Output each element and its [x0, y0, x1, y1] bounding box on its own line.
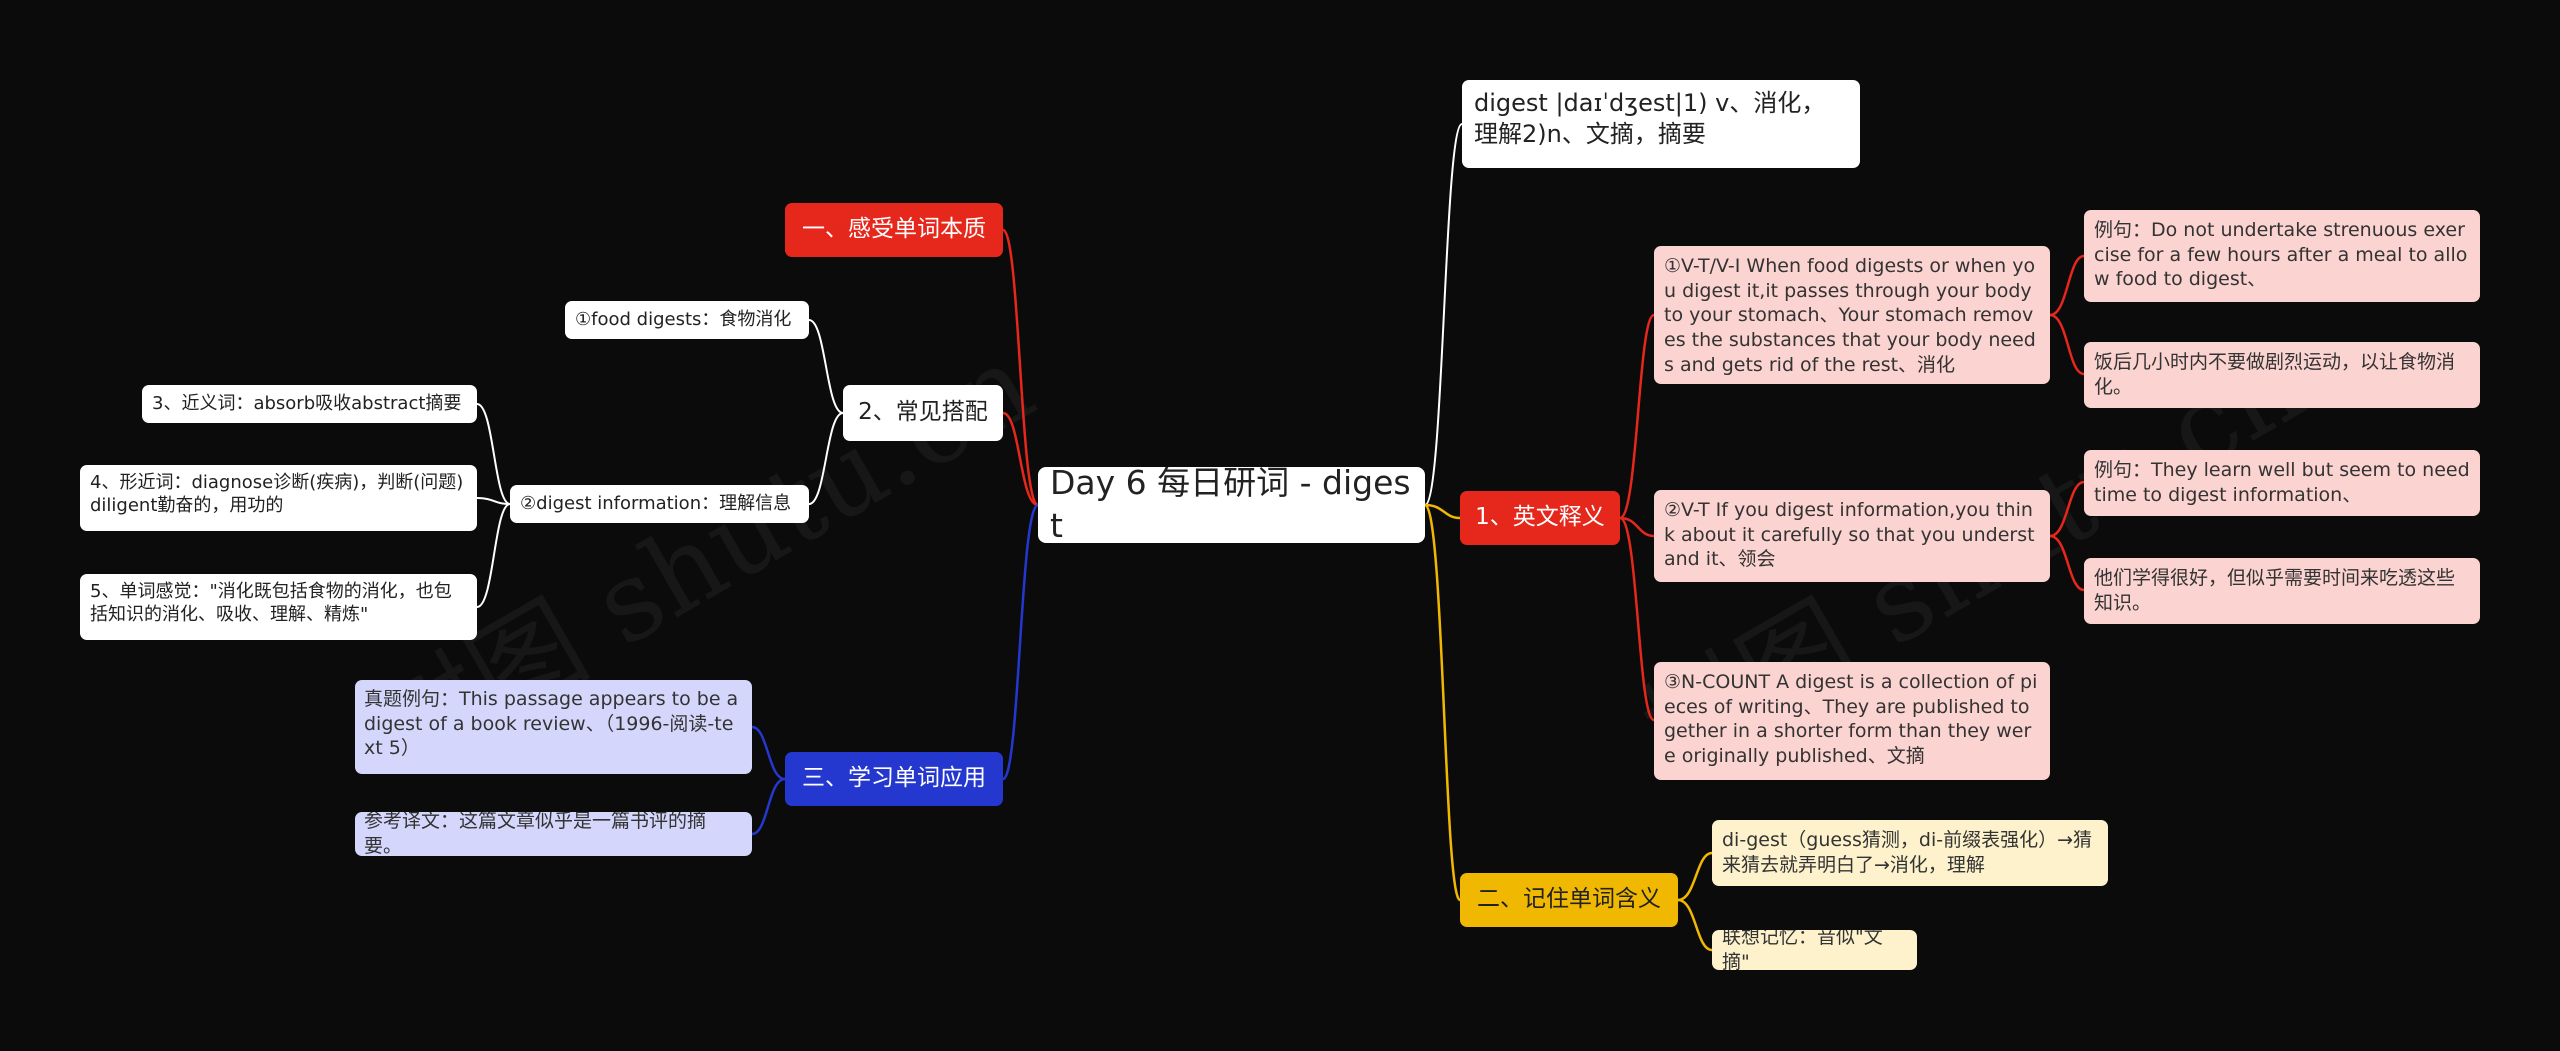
link-def1-zh: [2049, 313, 2085, 376]
definition-3[interactable]: ③N-COUNT A digest is a collection of pie…: [1654, 662, 2050, 780]
link-def2-ex: [2049, 480, 2085, 538]
link-info-syn: [476, 403, 511, 505]
link-info-sim: [476, 497, 511, 505]
similar-words-note[interactable]: 4、形近词：diagnose诊断(疾病)，判断(问题)diligent勤奋的，用…: [80, 465, 477, 531]
word-definition-card[interactable]: digest |daɪˈdʒest|1) v、消化，理解2)n、文摘，摘要: [1462, 80, 1860, 168]
exam-example-sentence[interactable]: 真题例句：This passage appears to be a digest…: [355, 680, 752, 774]
association-memory-note[interactable]: 联想记忆：音似"文摘": [1712, 930, 1917, 970]
definition-2-translation[interactable]: 他们学得很好，但似乎需要时间来吃透这些知识。: [2084, 558, 2480, 624]
link-center-top: [1424, 123, 1463, 506]
link-coll-food: [808, 319, 844, 414]
definition-2[interactable]: ②V-T If you digest information,you think…: [1654, 490, 2050, 582]
link-apply-translation: [751, 777, 786, 836]
branch-feel-word[interactable]: 一、感受单词本质: [785, 203, 1003, 257]
link-rem-etym: [1677, 851, 1713, 902]
etymology-note[interactable]: di-gest（guess猜测，di-前缀表强化）→猜来猜去就弄明白了→消化，理…: [1712, 820, 2108, 886]
definition-1[interactable]: ①V-T/V-I When food digests or when you d…: [1654, 246, 2050, 384]
link-eng-def3: [1619, 516, 1656, 722]
link-rem-assoc: [1677, 898, 1713, 952]
link-center-remember: [1423, 503, 1462, 902]
link-coll-info: [808, 412, 844, 505]
branch-english-definitions[interactable]: 1、英文释义: [1460, 491, 1620, 545]
link-center-apply: [1001, 503, 1040, 781]
definition-2-example[interactable]: 例句：They learn well but seem to need time…: [2084, 450, 2480, 516]
link-def1-ex: [2049, 254, 2085, 317]
definition-1-translation[interactable]: 饭后几小时内不要做剧烈运动，以让食物消化。: [2084, 342, 2480, 408]
definition-1-example[interactable]: 例句：Do not undertake strenuous exercise f…: [2084, 210, 2480, 302]
link-center-collocations: [1002, 411, 1039, 507]
link-eng-def2: [1619, 516, 1655, 538]
branch-collocations[interactable]: 2、常见搭配: [843, 385, 1003, 441]
link-center-english: [1424, 503, 1461, 520]
link-eng-def1: [1619, 313, 1656, 520]
synonym-note[interactable]: 3、近义词：absorb吸收abstract摘要: [142, 385, 477, 423]
link-def2-zh: [2049, 534, 2085, 592]
central-topic[interactable]: Day 6 每日研词 - digest: [1038, 467, 1425, 543]
branch-apply-word[interactable]: 三、学习单词应用: [785, 752, 1003, 806]
reference-translation[interactable]: 参考译文：这篇文章似乎是一篇书评的摘要。: [355, 812, 752, 856]
word-feeling-note[interactable]: 5、单词感觉："消化既包括食物的消化，也包括知识的消化、吸收、理解、精炼": [80, 574, 477, 640]
link-center-feel: [1001, 228, 1040, 507]
link-apply-example: [751, 725, 786, 781]
branch-remember-meaning[interactable]: 二、记住单词含义: [1460, 873, 1678, 927]
collocation-digest-information[interactable]: ②digest information：理解信息: [510, 485, 809, 523]
collocation-food-digests[interactable]: ①food digests：食物消化: [565, 301, 809, 339]
link-info-feel: [476, 503, 511, 608]
